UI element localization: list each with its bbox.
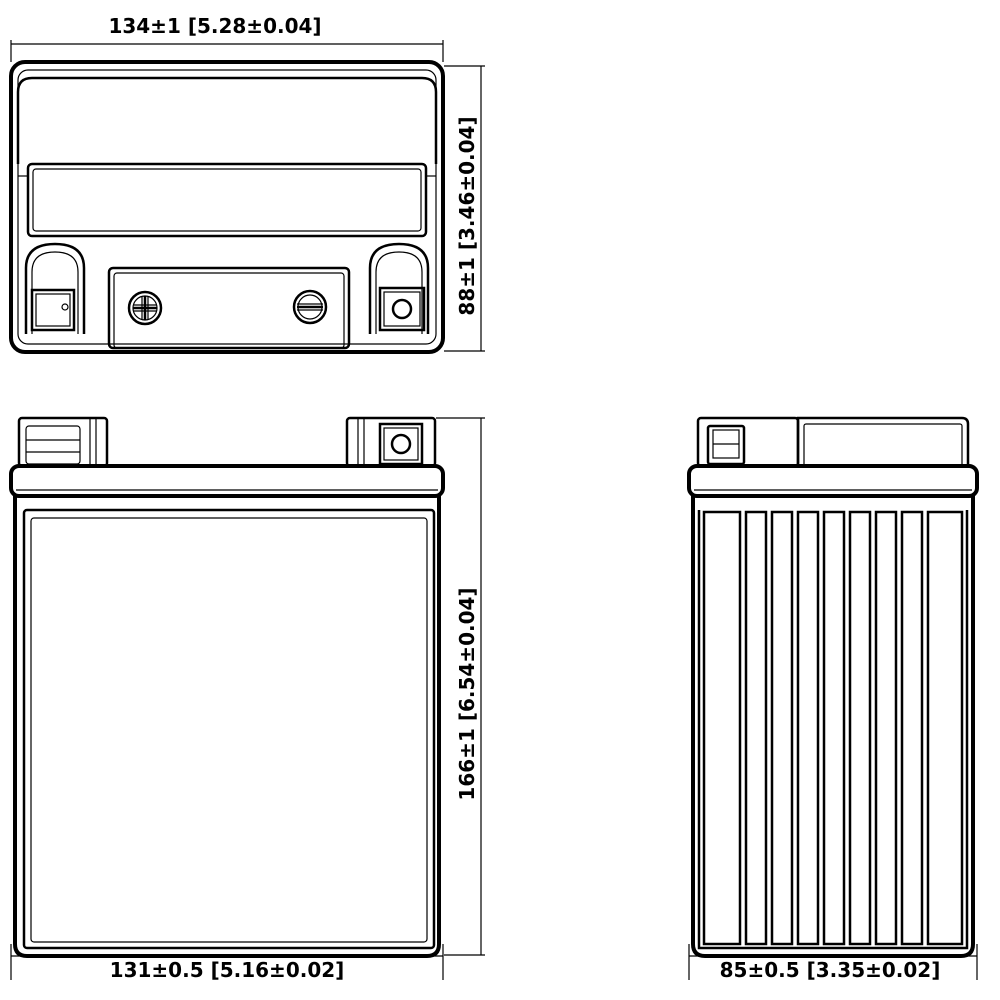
front-height-label: 166±1 [6.54±0.04] [455, 587, 479, 800]
positive-terminal-icon [127, 290, 163, 326]
front-view: 166±1 [6.54±0.04] 131±0.5 [5.16±0.02] [9, 416, 485, 982]
top-width-label: 134±1 [5.28±0.04] [108, 14, 321, 38]
side-view: 85±0.5 [3.35±0.02] [687, 416, 979, 982]
negative-terminal-icon [292, 289, 328, 325]
top-depth-label: 88±1 [3.46±0.04] [455, 116, 479, 315]
case-ribs [702, 510, 964, 946]
front-width-label: 131±0.5 [5.16±0.02] [110, 958, 345, 982]
side-width-label: 85±0.5 [3.35±0.02] [720, 958, 941, 982]
top-view: 134±1 [5.28±0.04] 88±1 [3.46±0.04] [9, 14, 485, 354]
